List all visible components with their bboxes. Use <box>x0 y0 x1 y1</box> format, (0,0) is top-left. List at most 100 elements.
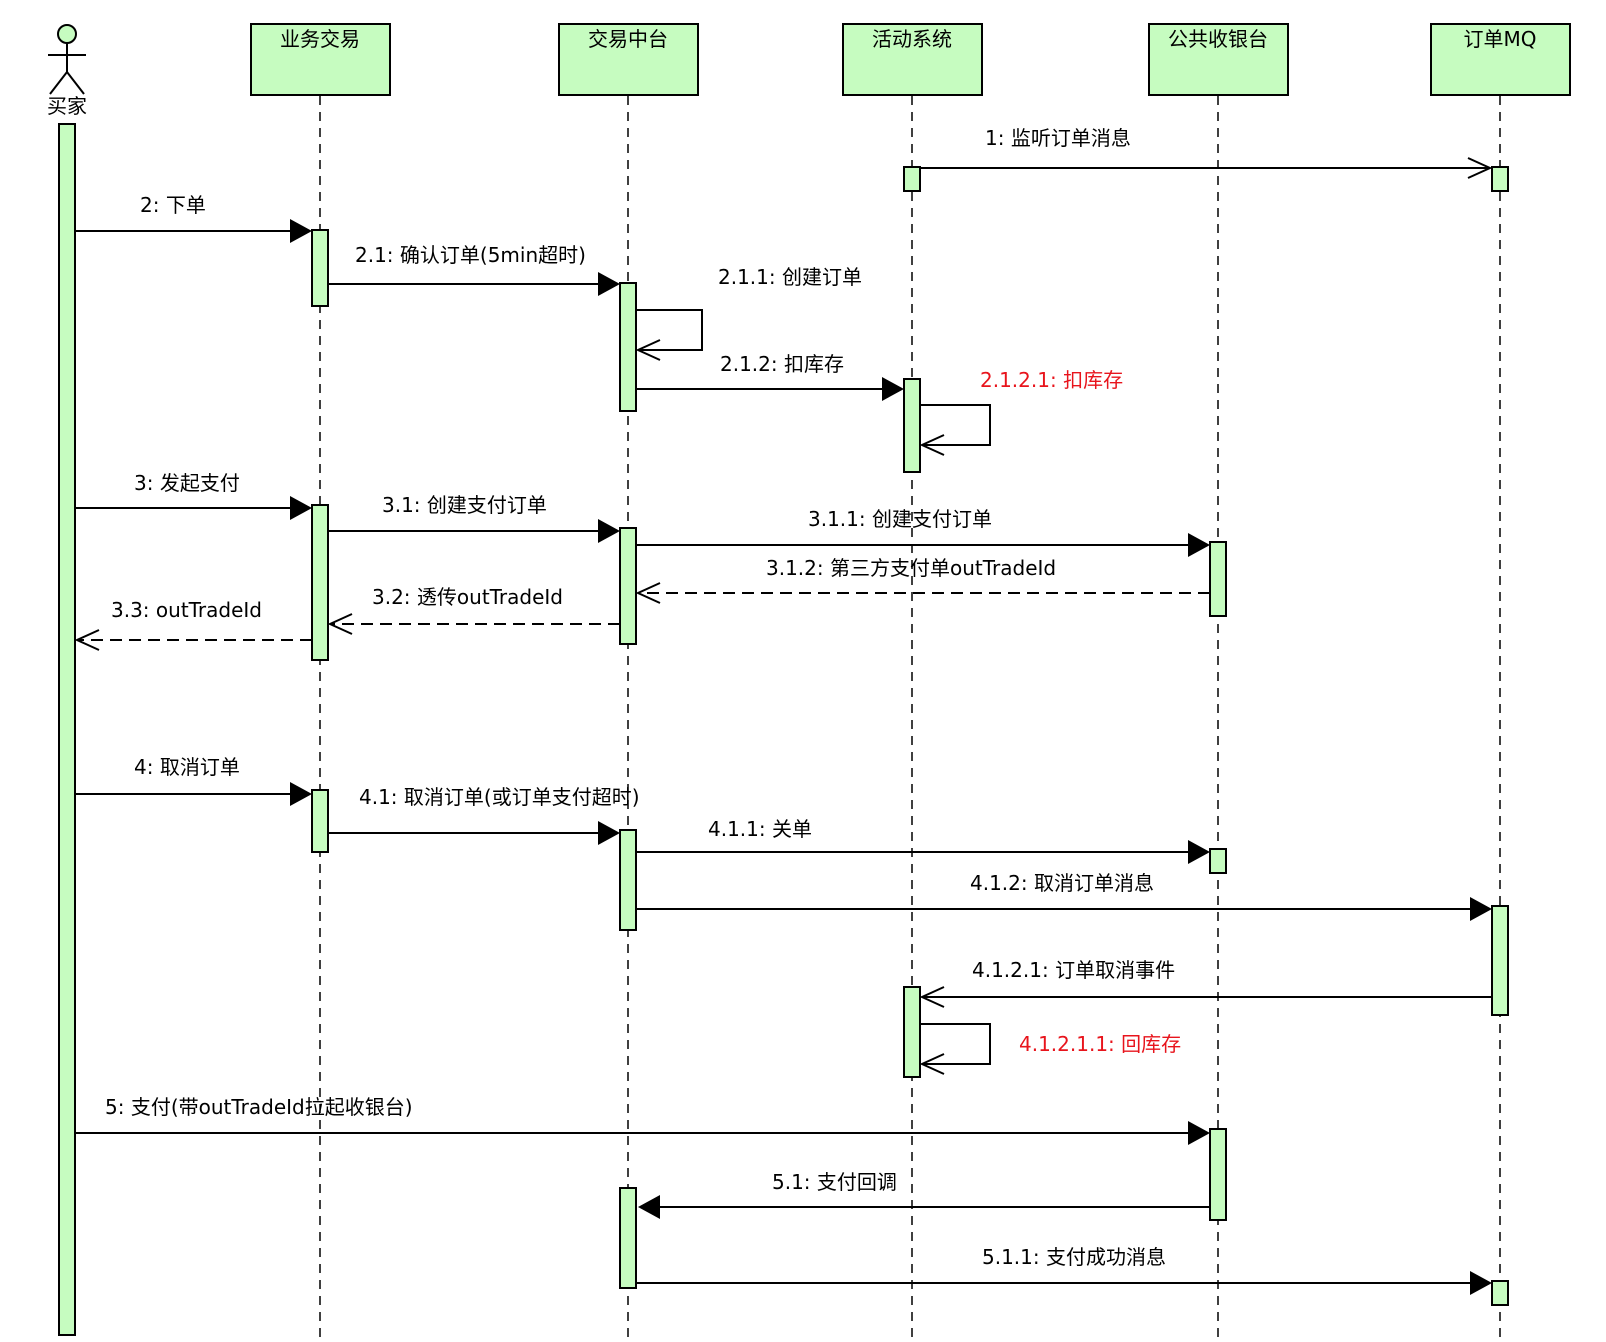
message-4-1-2-1[interactable]: 4.1.2.1: 订单取消事件 <box>919 958 1492 1008</box>
message-3-1[interactable]: 3.1: 创建支付订单 <box>328 493 620 543</box>
message-label: 3: 发起支付 <box>134 471 240 495</box>
message-2-1[interactable]: 2.1: 确认订单(5min超时) <box>328 243 620 296</box>
message-label: 2.1.2: 扣库存 <box>720 352 844 376</box>
participant-box <box>1430 23 1571 96</box>
participant-trade[interactable]: 交易中台 <box>558 23 699 96</box>
participant-mq[interactable]: 订单MQ <box>1430 23 1571 96</box>
message-label: 4.1.1: 关单 <box>708 817 812 841</box>
message-5[interactable]: 5: 支付(带outTradeId拉起收银台) <box>75 1095 1210 1145</box>
filled-arrowhead-icon <box>1188 1121 1210 1145</box>
activation-trade <box>619 282 637 412</box>
message-label: 2.1: 确认订单(5min超时) <box>355 243 586 267</box>
message-2-1-1[interactable]: 2.1.1: 创建订单 <box>635 265 862 361</box>
message-4-1[interactable]: 4.1: 取消订单(或订单支付超时) <box>328 785 640 845</box>
participant-activity[interactable]: 活动系统 <box>842 23 983 96</box>
message-3-1-2[interactable]: 3.1.2: 第三方支付单outTradeId <box>635 556 1210 604</box>
message-label: 4: 取消订单 <box>134 755 240 779</box>
open-arrowhead-icon <box>919 1053 945 1075</box>
activation-trade <box>619 527 637 645</box>
filled-arrowhead-icon <box>598 272 620 296</box>
filled-arrowhead-icon <box>598 519 620 543</box>
participant-biz[interactable]: 业务交易 <box>250 23 391 96</box>
activations <box>58 123 1509 1336</box>
open-arrowhead-icon <box>635 582 661 604</box>
message-4-1-2[interactable]: 4.1.2: 取消订单消息 <box>636 871 1492 921</box>
activation-biz <box>311 229 329 307</box>
message-3-2[interactable]: 3.2: 透传outTradeId <box>327 585 620 635</box>
participant-box <box>250 23 391 96</box>
filled-arrowhead-icon <box>290 782 312 806</box>
activation-cashier <box>1209 541 1227 617</box>
message-4-1-2-1-1[interactable]: 4.1.2.1.1: 回库存 <box>919 1023 1181 1075</box>
participant-box <box>842 23 983 96</box>
filled-arrowhead-icon <box>290 219 312 243</box>
messages: 1: 监听订单消息 2: 下单 2.1: 确认订单(5min超时) 2.1.1:… <box>74 126 1493 1295</box>
message-label: 3.1.1: 创建支付订单 <box>808 507 992 531</box>
filled-arrowhead-icon <box>1188 533 1210 557</box>
message-label: 4.1: 取消订单(或订单支付超时) <box>359 785 640 809</box>
message-label: 4.1.2: 取消订单消息 <box>970 871 1154 895</box>
message-5-1[interactable]: 5.1: 支付回调 <box>638 1170 1210 1219</box>
filled-arrowhead-icon <box>882 377 904 401</box>
message-4-1-1[interactable]: 4.1.1: 关单 <box>636 817 1210 864</box>
participant-cashier[interactable]: 公共收银台 <box>1148 23 1289 96</box>
message-label: 3.1.2: 第三方支付单outTradeId <box>766 556 1056 580</box>
message-4[interactable]: 4: 取消订单 <box>75 755 312 806</box>
message-3-3[interactable]: 3.3: outTradeId <box>74 598 312 651</box>
message-3-1-1[interactable]: 3.1.1: 创建支付订单 <box>636 507 1210 557</box>
open-arrowhead-icon <box>74 629 100 651</box>
message-label: 2: 下单 <box>140 193 206 217</box>
message-5-1-1[interactable]: 5.1.1: 支付成功消息 <box>636 1245 1492 1295</box>
participant-label: 活动系统 <box>872 27 952 51</box>
activation-trade <box>619 829 637 931</box>
message-label: 1: 监听订单消息 <box>985 126 1131 150</box>
filled-arrowhead-icon <box>638 1195 660 1219</box>
message-label: 3.3: outTradeId <box>111 598 262 622</box>
activation-biz <box>311 789 329 853</box>
message-1[interactable]: 1: 监听订单消息 <box>920 126 1493 179</box>
message-2-1-2-1[interactable]: 2.1.2.1: 扣库存 <box>919 368 1123 456</box>
message-label: 2.1.2.1: 扣库存 <box>980 368 1123 392</box>
actor-label: 买家 <box>47 94 87 118</box>
participant-label: 业务交易 <box>280 27 360 51</box>
message-label: 5.1.1: 支付成功消息 <box>982 1245 1166 1269</box>
filled-arrowhead-icon <box>1470 1271 1492 1295</box>
lifelines <box>319 96 1501 1340</box>
activation-buyer <box>58 123 76 1336</box>
activation-mq <box>1491 905 1509 1016</box>
activation-activity <box>903 378 921 473</box>
message-label: 4.1.2.1: 订单取消事件 <box>972 958 1175 982</box>
message-label: 5: 支付(带outTradeId拉起收银台) <box>105 1095 413 1119</box>
participant-label: 交易中台 <box>588 27 668 51</box>
filled-arrowhead-icon <box>1188 840 1210 864</box>
participant-box <box>558 23 699 96</box>
message-label: 3.2: 透传outTradeId <box>372 585 563 609</box>
activation-mq <box>1491 166 1509 192</box>
message-label: 4.1.2.1.1: 回库存 <box>1019 1032 1181 1056</box>
activation-activity <box>903 986 921 1078</box>
message-2-1-2[interactable]: 2.1.2: 扣库存 <box>636 352 904 401</box>
participant-label: 订单MQ <box>1464 27 1537 51</box>
activation-mq <box>1491 1280 1509 1306</box>
message-label: 2.1.1: 创建订单 <box>718 265 862 289</box>
open-arrowhead-icon <box>1467 157 1493 179</box>
filled-arrowhead-icon <box>598 821 620 845</box>
message-3[interactable]: 3: 发起支付 <box>75 471 312 520</box>
open-arrowhead-icon <box>635 339 661 361</box>
open-arrowhead-icon <box>919 986 945 1008</box>
open-arrowhead-icon <box>327 613 353 635</box>
filled-arrowhead-icon <box>290 496 312 520</box>
message-2[interactable]: 2: 下单 <box>75 193 312 243</box>
activation-cashier <box>1209 848 1227 874</box>
activation-cashier <box>1209 1128 1227 1221</box>
activation-activity <box>903 166 921 192</box>
actor-stick-figure-icon <box>48 24 86 95</box>
activation-biz <box>311 504 329 661</box>
participant-box <box>1148 23 1289 96</box>
open-arrowhead-icon <box>919 434 945 456</box>
actor-buyer[interactable]: 买家 <box>47 24 87 118</box>
filled-arrowhead-icon <box>1470 897 1492 921</box>
participant-label: 公共收银台 <box>1168 27 1268 51</box>
message-label: 5.1: 支付回调 <box>772 1170 897 1194</box>
